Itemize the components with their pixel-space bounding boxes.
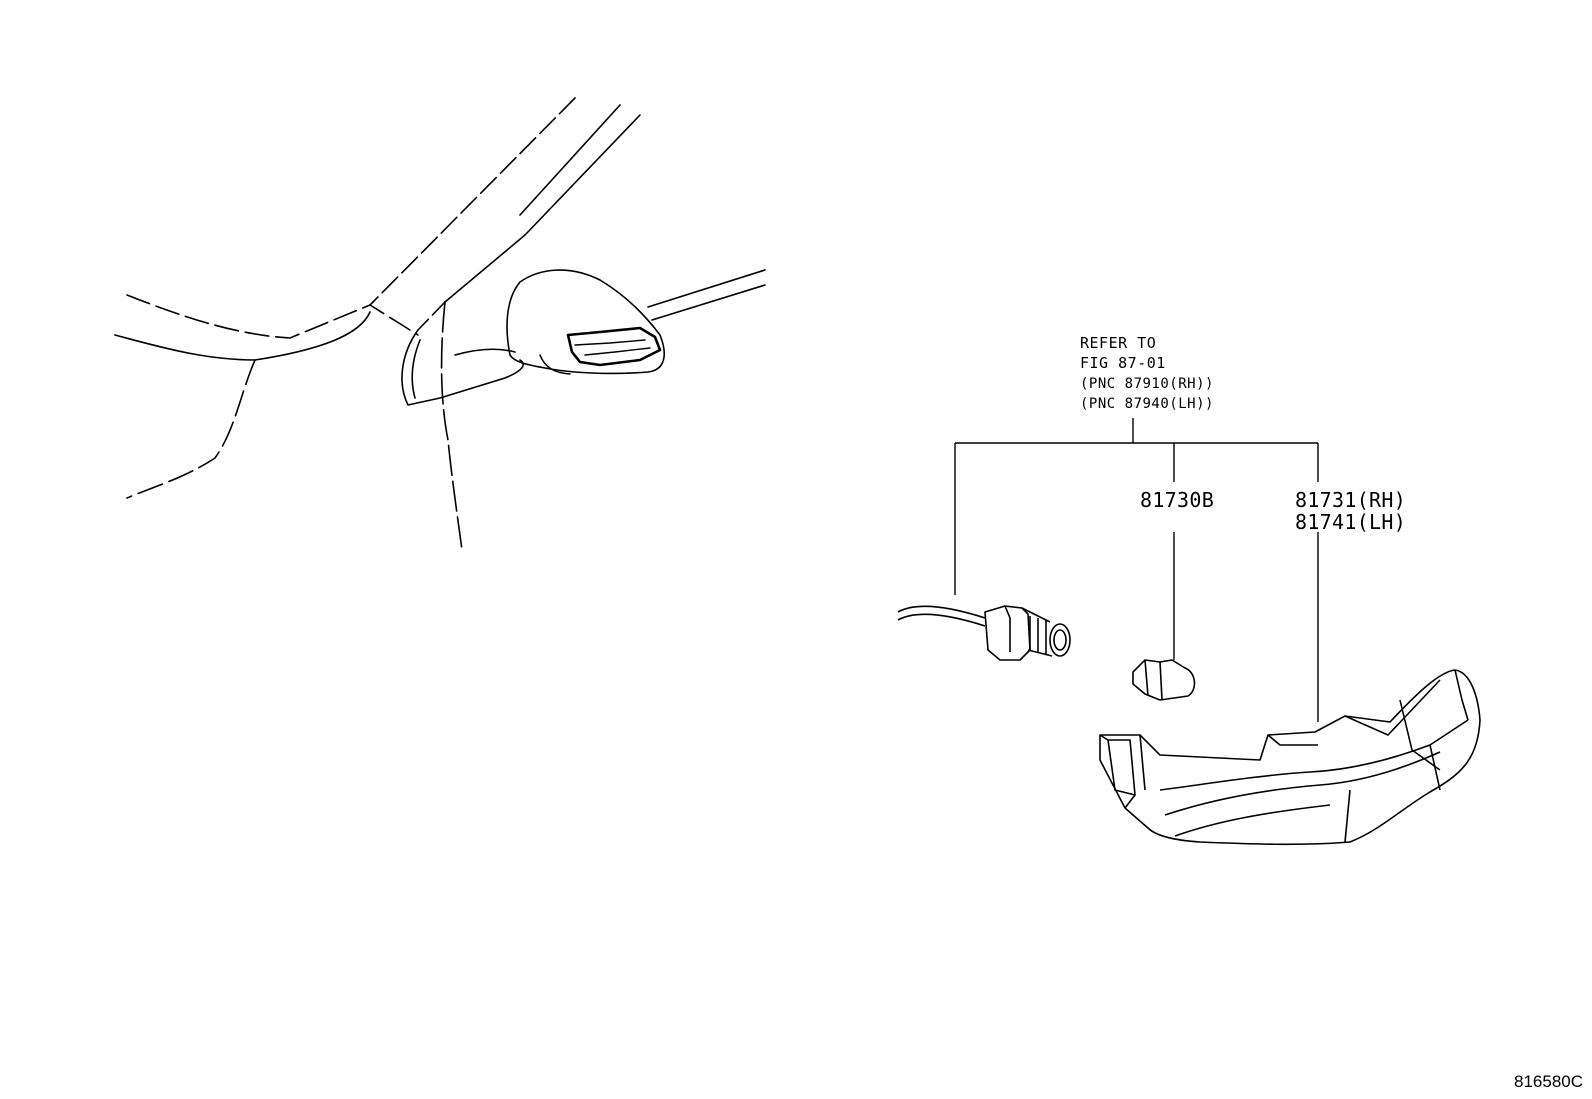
part-number-lamp-lh: 81741(LH): [1295, 510, 1407, 534]
turn-signal-lamp-illustration: [1100, 670, 1480, 844]
mirror-base: [402, 330, 523, 405]
door-top-right-line: [648, 270, 765, 307]
door-edge-line: [442, 302, 462, 550]
part-number-bulb: 81730B: [1140, 488, 1215, 512]
mirror-arm: [455, 349, 515, 355]
lamp-outer: [1100, 670, 1480, 844]
reference-pnc-rh: (PNC 87910(RH)): [1080, 376, 1214, 392]
mirror-head-lower: [540, 355, 570, 374]
socket-and-wire-illustration: [898, 606, 1070, 660]
door-frame-line-outer: [520, 105, 620, 215]
socket-end: [1050, 624, 1070, 656]
figure-id: 816580C: [1514, 1072, 1584, 1091]
callout-lines: [955, 418, 1318, 722]
socket-body: [985, 606, 1030, 660]
vehicle-body-illustration: [115, 98, 765, 550]
reference-pnc-lh: (PNC 87940(LH)): [1080, 396, 1214, 412]
bulb-illustration: [1133, 660, 1194, 700]
mirror-turn-signal-location: [568, 328, 660, 365]
windshield-edge-line: [370, 98, 575, 305]
reference-line-1: REFER TO: [1080, 334, 1157, 352]
door-top-right-line-2: [652, 285, 765, 320]
fender-line: [127, 360, 255, 498]
lamp-end-cap: [1100, 735, 1135, 808]
hood-line: [127, 295, 418, 338]
part-number-lamp-rh: 81731(RH): [1295, 488, 1407, 512]
hood-line-lower: [115, 312, 370, 360]
beltline-dashed: [418, 302, 445, 330]
mirror-head-outline: [507, 270, 664, 373]
mirror-base-inner: [412, 340, 420, 398]
wire: [898, 606, 985, 618]
reference-line-2: FIG 87-01: [1080, 354, 1166, 372]
door-frame-line-inner: [445, 115, 640, 302]
